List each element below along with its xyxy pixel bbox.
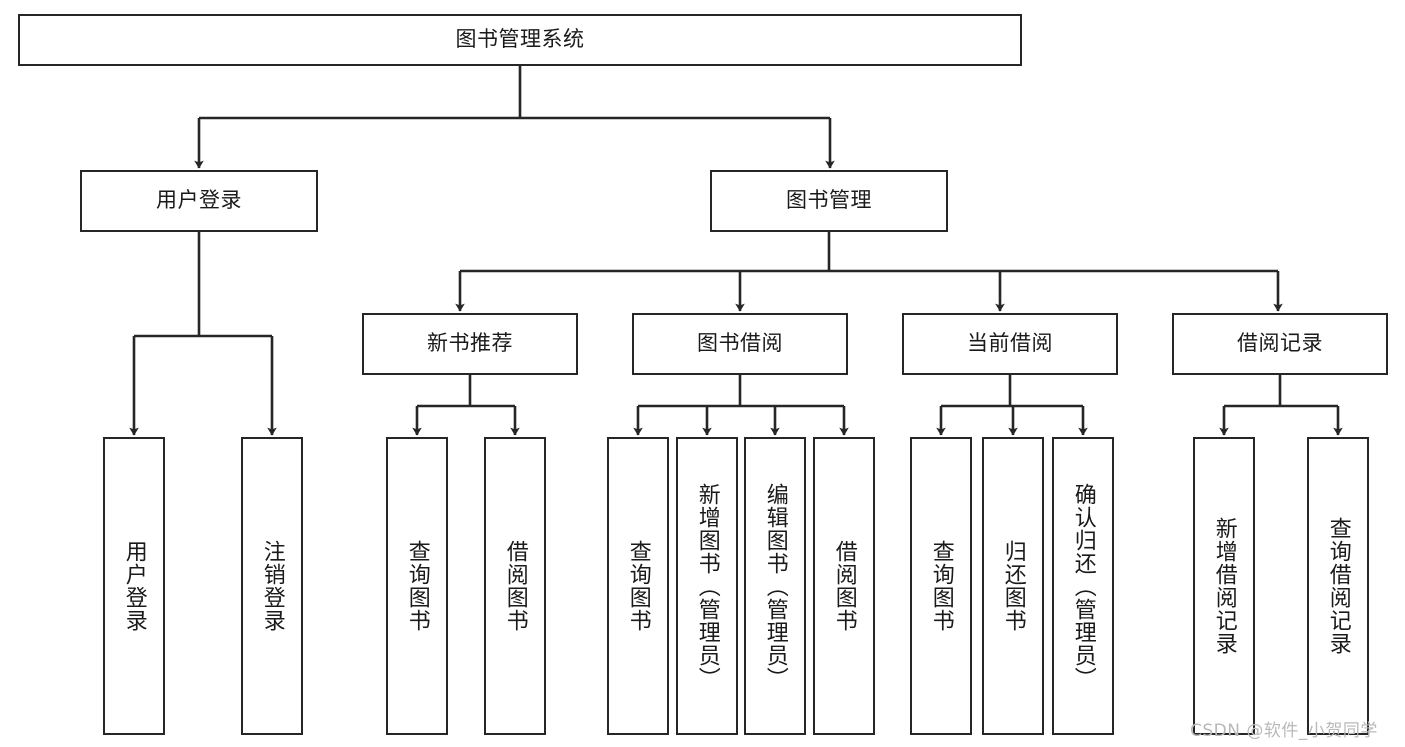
node-leaf-user-login-label: 用户登录 (121, 540, 147, 632)
node-new-book-recommend[interactable]: 新书推荐 (362, 313, 578, 375)
node-leaf-edit-book-admin-label: 编辑图书（管理员） (762, 482, 788, 690)
node-leaf-add-borrow-record-label: 新增借阅记录 (1211, 517, 1237, 655)
node-root[interactable]: 图书管理系统 (18, 14, 1022, 66)
node-leaf-borrow-book-1-label: 借阅图书 (502, 540, 528, 632)
node-leaf-query-book-3[interactable]: 查询图书 (910, 437, 972, 735)
node-leaf-confirm-return-admin-label: 确认归还（管理员） (1070, 482, 1096, 690)
node-leaf-query-book-1-label: 查询图书 (404, 540, 430, 632)
node-leaf-borrow-book-2[interactable]: 借阅图书 (813, 437, 875, 735)
node-leaf-add-book-admin[interactable]: 新增图书（管理员） (676, 437, 738, 735)
node-leaf-add-book-admin-label: 新增图书（管理员） (694, 482, 720, 690)
node-book-manage[interactable]: 图书管理 (710, 170, 948, 232)
node-book-borrow[interactable]: 图书借阅 (632, 313, 848, 375)
node-leaf-query-borrow-record[interactable]: 查询借阅记录 (1307, 437, 1369, 735)
node-book-manage-label: 图书管理 (786, 188, 872, 213)
node-leaf-query-borrow-record-label: 查询借阅记录 (1325, 517, 1351, 655)
node-leaf-edit-book-admin[interactable]: 编辑图书（管理员） (744, 437, 806, 735)
node-leaf-query-book-3-label: 查询图书 (928, 540, 954, 632)
node-book-borrow-label: 图书借阅 (697, 331, 783, 356)
node-leaf-query-book-1[interactable]: 查询图书 (386, 437, 448, 735)
node-leaf-borrow-book-1[interactable]: 借阅图书 (484, 437, 546, 735)
node-leaf-user-login[interactable]: 用户登录 (103, 437, 165, 735)
node-leaf-return-book-label: 归还图书 (1000, 540, 1026, 632)
node-current-borrow[interactable]: 当前借阅 (902, 313, 1118, 375)
node-leaf-query-book-2[interactable]: 查询图书 (607, 437, 669, 735)
node-new-book-recommend-label: 新书推荐 (427, 331, 513, 356)
node-user-login[interactable]: 用户登录 (80, 170, 318, 232)
node-current-borrow-label: 当前借阅 (967, 331, 1053, 356)
node-user-login-label: 用户登录 (156, 188, 242, 213)
node-root-label: 图书管理系统 (455, 27, 585, 52)
watermark: CSDN @软件_小贺同学 (1190, 721, 1378, 741)
node-leaf-borrow-book-2-label: 借阅图书 (831, 540, 857, 632)
node-leaf-query-book-2-label: 查询图书 (625, 540, 651, 632)
node-borrow-record[interactable]: 借阅记录 (1172, 313, 1388, 375)
node-leaf-logout-login-label: 注销登录 (259, 540, 285, 632)
node-leaf-logout-login[interactable]: 注销登录 (241, 437, 303, 735)
node-leaf-add-borrow-record[interactable]: 新增借阅记录 (1193, 437, 1255, 735)
node-borrow-record-label: 借阅记录 (1237, 331, 1323, 356)
node-leaf-confirm-return-admin[interactable]: 确认归还（管理员） (1052, 437, 1114, 735)
node-leaf-return-book[interactable]: 归还图书 (982, 437, 1044, 735)
